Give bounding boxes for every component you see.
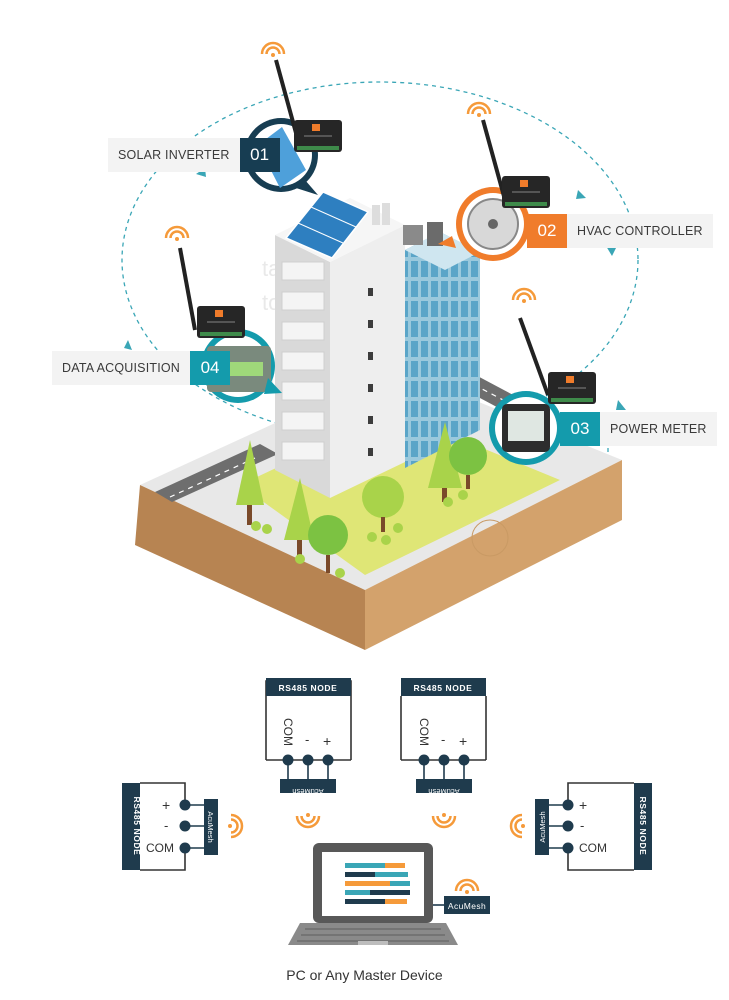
node-top-right-title: RS485 NODE bbox=[414, 683, 473, 693]
hvac-controller-illustration bbox=[438, 101, 550, 261]
label-power-meter-number: 03 bbox=[560, 412, 600, 446]
node-right-minus-label: - bbox=[580, 818, 584, 833]
node-top-left-title: RS485 NODE bbox=[279, 683, 338, 693]
label-solar-inverter-number: 01 bbox=[239, 138, 280, 172]
node-top-right-com-label: COM bbox=[417, 718, 431, 746]
label-data-acquisition-number: 04 bbox=[190, 351, 231, 385]
node-right-title: RS485 NODE bbox=[638, 797, 648, 856]
power-meter-illustration bbox=[489, 287, 596, 465]
node-left-plus-label: + bbox=[162, 797, 170, 813]
node-left-frame bbox=[140, 782, 186, 871]
node-top-right-acumesh: AcuMesh bbox=[428, 787, 459, 796]
node-left-acumesh: AcuMesh bbox=[206, 811, 215, 842]
solar-inverter-illustration bbox=[244, 41, 342, 195]
node-left-minus-label: - bbox=[164, 818, 168, 833]
laptop-screen-bars bbox=[345, 863, 410, 904]
node-right-title-bar bbox=[634, 783, 652, 870]
node-top-left-minus-label: - bbox=[305, 732, 309, 747]
label-hvac-controller-text: HVAC CONTROLLER bbox=[567, 214, 713, 248]
label-data-acquisition: DATA ACQUISITION 04 bbox=[52, 351, 231, 385]
master-device-caption: PC or Any Master Device bbox=[286, 967, 443, 983]
node-top-right-title-bar bbox=[401, 678, 486, 696]
blue-glass-building bbox=[403, 222, 480, 468]
label-power-meter-text: POWER METER bbox=[600, 412, 717, 446]
label-data-acquisition-text: DATA ACQUISITION bbox=[52, 351, 191, 385]
label-hvac-controller: 02 HVAC CONTROLLER bbox=[527, 214, 713, 248]
node-top-left-title-bar bbox=[266, 678, 351, 696]
node-right-plus-label: + bbox=[579, 797, 587, 813]
label-power-meter: 03 POWER METER bbox=[560, 412, 717, 446]
laptop-acumesh: AcuMesh bbox=[448, 901, 486, 911]
node-right-com-label: COM bbox=[579, 841, 607, 855]
node-top-right-minus-label: - bbox=[441, 732, 445, 747]
label-solar-inverter-text: SOLAR INVERTER bbox=[108, 138, 240, 172]
node-top-left-plus-label: + bbox=[323, 733, 331, 749]
node-top-right-plus-label: + bbox=[459, 733, 467, 749]
node-right-frame bbox=[567, 782, 634, 871]
solar-panel-roof bbox=[284, 191, 370, 259]
node-left-com-label: COM bbox=[146, 841, 174, 855]
node-top-right-frame bbox=[400, 696, 487, 761]
laptop-master-device bbox=[288, 843, 490, 945]
node-left-title-bar bbox=[122, 783, 140, 870]
node-left-title: RS485 NODE bbox=[132, 797, 142, 856]
node-top-left-com-label: COM bbox=[281, 718, 295, 746]
node-top-left-pins bbox=[280, 754, 336, 793]
label-hvac-controller-number: 02 bbox=[527, 214, 567, 248]
node-right-acumesh: AcuMesh bbox=[538, 811, 547, 842]
trees bbox=[236, 422, 487, 578]
label-solar-inverter: SOLAR INVERTER 01 bbox=[108, 138, 280, 172]
node-top-left-acumesh: AcuMesh bbox=[292, 787, 323, 796]
